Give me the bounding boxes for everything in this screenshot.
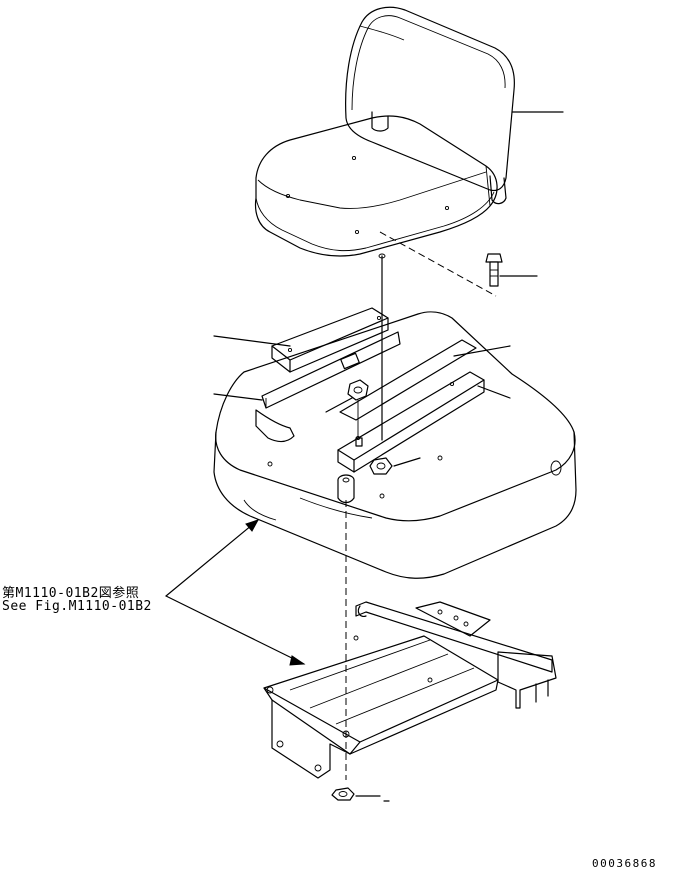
base-icon — [213, 311, 577, 579]
reference-english: See Fig.M1110-01B2 — [2, 599, 152, 614]
drawing-number: 00036868 — [592, 857, 657, 870]
reference-japanese: 第M1110-01B2図参照 — [2, 586, 140, 601]
bracket-icon — [263, 601, 557, 779]
nut-icon — [325, 379, 421, 475]
bolt-icon — [485, 253, 538, 287]
cushion-icon — [337, 474, 355, 504]
nut-icon — [331, 787, 390, 802]
seat-icon — [254, 6, 564, 257]
reference-arrows — [165, 519, 306, 666]
